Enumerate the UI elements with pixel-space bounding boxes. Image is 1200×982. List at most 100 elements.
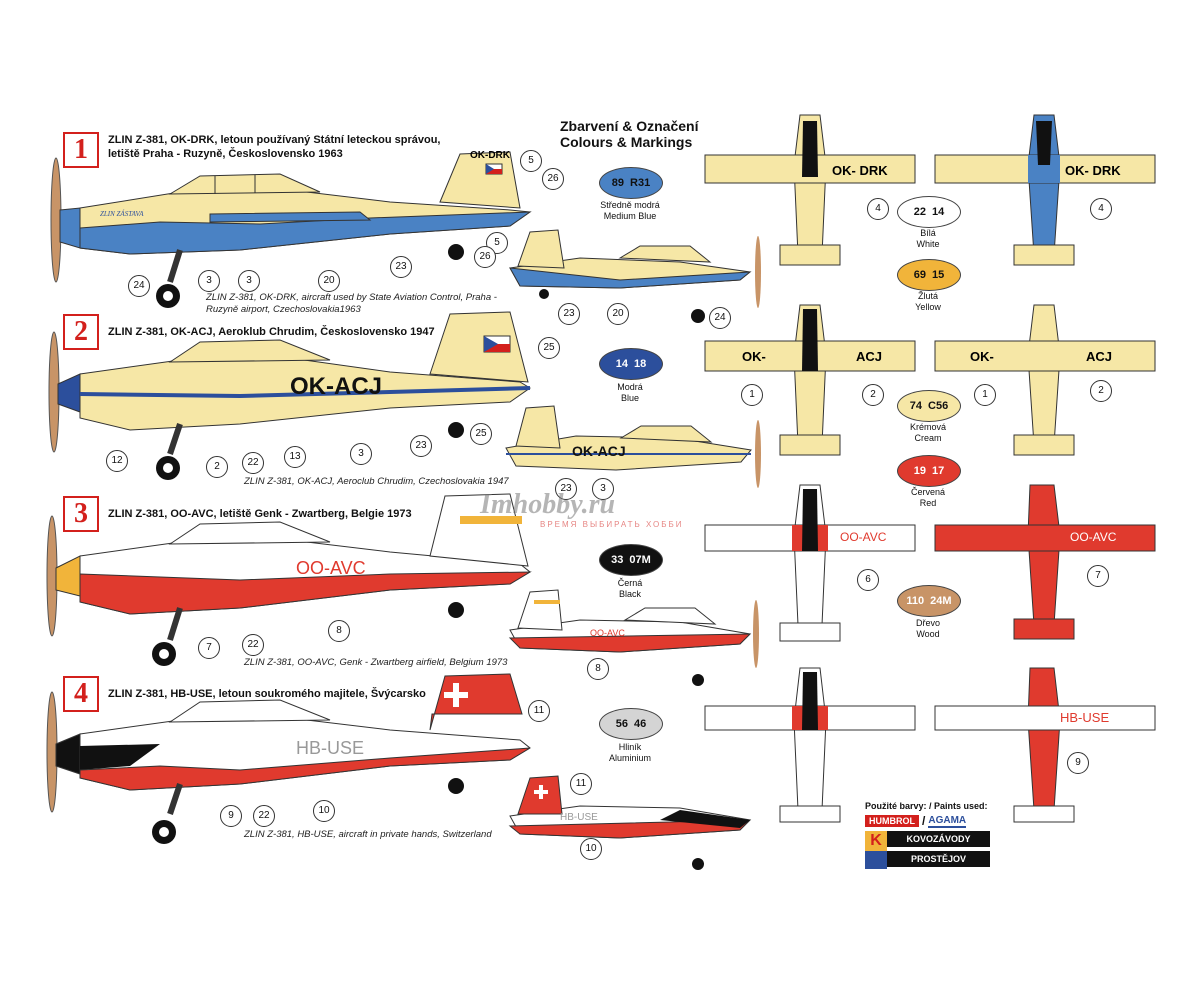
swatch-name-en: Yellow <box>915 302 941 312</box>
wing-registration: HB-USE <box>1060 710 1109 725</box>
small-registration: OK-ACJ <box>572 443 626 459</box>
scheme-4-caption: ZLIN Z-381, HB-USE, aircraft in private … <box>244 829 492 840</box>
callout: 10 <box>313 800 335 822</box>
scheme-3-caption: ZLIN Z-381, OO-AVC, Genk - Zwartberg air… <box>244 657 508 668</box>
paints-label: Použité barvy: / Paints used: <box>865 801 988 811</box>
scheme-1-caption: ZLIN Z-381, OK-DRK, aircraft used by Sta… <box>206 292 536 316</box>
scheme-4-bottom-view: HB-USE <box>934 667 1156 823</box>
scheme-3-title: ZLIN Z-381, OO-AVC, letiště Genk - Zwart… <box>108 508 412 520</box>
paints-separator: / <box>922 814 926 828</box>
callout: 2 <box>206 456 228 478</box>
fuselage-registration: OK-ACJ <box>290 373 382 400</box>
swatch-name-cz: Krémová <box>909 422 946 432</box>
swatch-name-cz: Červená <box>910 487 946 497</box>
kovozavody-k-badge: K <box>865 831 887 869</box>
callout: 22 <box>242 634 264 656</box>
scheme-3-small-side-view: OO-AVC <box>508 589 759 686</box>
wing-registration: OO-AVC <box>840 530 887 544</box>
scheme-3-bottom-view: OO-AVC <box>934 484 1156 640</box>
small-registration: HB-USE <box>560 812 598 823</box>
swatch-medium-blue: 89 R31 <box>599 167 663 199</box>
swatch-label: Krémová Cream <box>883 422 973 444</box>
scheme-1-caption-line1: ZLIN Z-381, OK-DRK, aircraft used by Sta… <box>206 292 497 303</box>
swatch-code-2: 07M <box>629 554 651 566</box>
kovozavody-text: KOVOZÁVODY PROSTĚJOV <box>887 831 990 869</box>
swatch-code-2: 15 <box>932 269 945 281</box>
swatch-name-en: Aluminium <box>608 753 651 763</box>
fuselage-registration: OO-AVC <box>296 558 366 578</box>
swatch-code-2: 24M <box>930 595 952 607</box>
swatch-name-cz: Modrá <box>617 382 643 392</box>
scheme-1-small-side-view <box>509 229 761 323</box>
heading-english: Colours & Markings <box>560 134 693 150</box>
scheme-1-title-line2: letiště Praha - Ruzyně, Československo 1… <box>108 148 343 160</box>
callout: 4 <box>867 198 889 220</box>
swatch-code-2: R31 <box>630 177 651 189</box>
callout: 20 <box>318 270 340 292</box>
scheme-1-title: ZLIN Z-381, OK-DRK, letoun používaný Stá… <box>108 133 441 161</box>
callout: 22 <box>253 805 275 827</box>
heading-czech: Zbarvení & Označení <box>560 118 699 134</box>
kovozavody-name: KOVOZÁVODY <box>887 831 990 847</box>
callout: 23 <box>410 435 432 457</box>
swatch-code-2: 17 <box>932 465 945 477</box>
swatch-name-cz: Bílá <box>920 228 936 238</box>
swatch-name-cz: Středně modrá <box>600 200 660 210</box>
swatch-label: Žlutá Yellow <box>883 291 973 313</box>
swatch-code-1: 69 <box>913 269 926 281</box>
swatch-code-1: 33 <box>611 554 624 566</box>
callout: 6 <box>857 569 879 591</box>
callout: 3 <box>592 478 614 500</box>
wing-registration: OK- DRK <box>832 163 888 178</box>
wing-registration-left: OK- <box>970 349 994 364</box>
swatch-black: 33 07M <box>599 544 663 576</box>
callout: 25 <box>538 337 560 359</box>
scheme-1-top-view: OK- DRK <box>704 114 916 266</box>
humbrol-logo: HUMBROL <box>865 815 919 827</box>
scheme-4-small-side-view: HB-USE <box>508 775 752 870</box>
paints-used-box: Použité barvy: / Paints used: HUMBROL / … <box>865 800 990 869</box>
callout: 23 <box>555 478 577 500</box>
callout: 23 <box>558 303 580 325</box>
scheme-4-title: ZLIN Z-381, HB-USE, letoun soukromého ma… <box>108 688 426 700</box>
wing-registration-right: ACJ <box>856 349 882 364</box>
callout: 7 <box>1087 565 1109 587</box>
swatch-name-cz: Hliník <box>618 742 642 752</box>
swatch-label: Hliník Aluminium <box>585 742 675 764</box>
callout: 9 <box>220 805 242 827</box>
callout: 3 <box>198 270 220 292</box>
swatch-name-en: Wood <box>916 629 940 639</box>
scheme-2-top-view: OK- ACJ <box>704 304 916 456</box>
wing-registration-left: OK- <box>742 349 766 364</box>
swatch-code-2: 14 <box>932 206 945 218</box>
swatch-code-1: 74 <box>909 400 923 412</box>
callout: 4 <box>1090 198 1112 220</box>
callout: 5 <box>520 150 542 172</box>
scheme-number-4: 4 <box>63 676 99 712</box>
callout: 3 <box>350 443 372 465</box>
callout: 24 <box>709 307 731 329</box>
swatch-code-1: 14 <box>615 358 628 370</box>
swatch-name-cz: Černá <box>617 578 643 588</box>
callout: 2 <box>862 384 884 406</box>
callout: 11 <box>528 700 550 722</box>
scheme-1-title-line1: ZLIN Z-381, OK-DRK, letoun používaný Stá… <box>108 134 441 146</box>
scheme-2-caption: ZLIN Z-381, OK-ACJ, Aeroclub Chrudim, Cz… <box>244 476 509 487</box>
scheme-2-side-view: OK-ACJ <box>48 311 531 480</box>
callout: 13 <box>284 446 306 468</box>
swatch-code-2: 46 <box>634 718 647 730</box>
callout: 8 <box>587 658 609 680</box>
agama-logo: AGAMA <box>928 814 967 828</box>
swatch-label: Černá Black <box>585 578 675 600</box>
scheme-2-bottom-view: OK- ACJ <box>934 304 1156 456</box>
watermark-tagline: ВРЕМЯ ВЫБИРАТЬ ХОББИ <box>540 520 684 529</box>
swatch-code-1: 89 <box>611 177 625 189</box>
swatch-name-en: Red <box>919 498 937 508</box>
fuselage-script: ZLIN ZÁSTAVA <box>100 210 144 218</box>
fuselage-registration: HB-USE <box>296 738 364 758</box>
swatch-code-1: 19 <box>913 465 926 477</box>
